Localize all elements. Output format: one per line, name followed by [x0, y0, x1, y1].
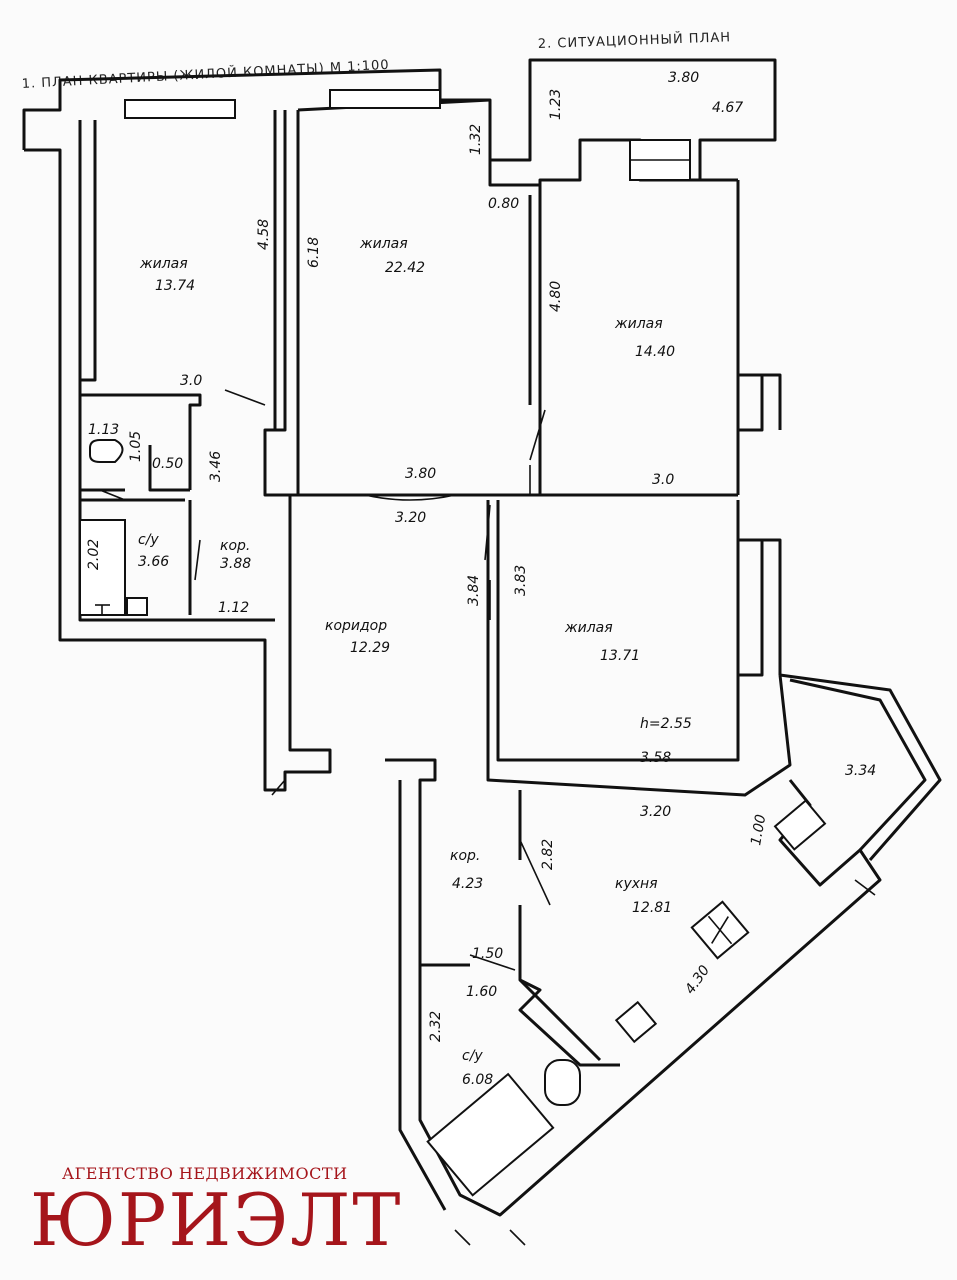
room-name: жилая [359, 236, 408, 252]
agency-subtitle: АГЕНТСТВО НЕДВИЖИМОСТИ [62, 1164, 348, 1183]
kitchen-sink-icon [614, 1000, 658, 1044]
dimension: 3.80 [405, 466, 436, 482]
dimension: 4.58 [256, 219, 272, 250]
dimension: 3.34 [845, 763, 876, 779]
dimension: 3.58 [640, 750, 671, 766]
plan-title: 1. ПЛАН КВАРТИРЫ (ЖИЛОЙ КОМНАТЫ) М 1:100 [21, 57, 390, 92]
room-area: 12.81 [632, 900, 672, 916]
dimension: 4.67 [712, 100, 743, 116]
room-area: 3.88 [220, 556, 251, 572]
site-plan-title: 2. СИТУАЦИОННЫЙ ПЛАН [538, 29, 732, 52]
dimension: 1.32 [468, 124, 484, 155]
room-name: с/у [138, 532, 159, 548]
dimension: 1.00 [748, 813, 769, 847]
dimension: 3.20 [640, 804, 671, 820]
room-area: 3.66 [138, 554, 169, 570]
dimension: 3.83 [513, 565, 529, 596]
dimension: 2.32 [428, 1011, 444, 1042]
dimension: 1.12 [218, 600, 249, 616]
dimension: 3.0 [180, 373, 202, 389]
dimension: 2.82 [540, 839, 556, 870]
dimension: 1.05 [128, 431, 144, 462]
agency-logo: ЮРИЭЛТ [30, 1178, 403, 1262]
windows [124, 89, 691, 181]
bathtub-icon [79, 519, 126, 616]
room-name: с/у [462, 1048, 483, 1064]
dimension: 1.50 [472, 946, 503, 962]
room-name: кухня [615, 876, 658, 892]
toilet-icon [89, 439, 124, 463]
dimension: 3.0 [652, 472, 674, 488]
doors [99, 389, 876, 1246]
dimension: 3.46 [208, 451, 224, 482]
room-name: кор. [450, 848, 480, 864]
dimension: 1.23 [548, 89, 564, 120]
dimension: 0.50 [152, 456, 183, 472]
fixtures [79, 439, 827, 1197]
room-area: 12.29 [350, 640, 390, 656]
ceiling-height: h=2.55 [640, 716, 692, 732]
room-area: 13.71 [600, 648, 640, 664]
dimension: 0.80 [488, 196, 519, 212]
room-labels: жилая 13.74 жилая 22.42 жилая 14.40 жила… [138, 236, 675, 1088]
room-area: 22.42 [385, 260, 425, 276]
dimension: 1.13 [88, 422, 119, 438]
room-area: 4.23 [452, 876, 483, 892]
dimension: 4.30 [682, 963, 713, 998]
bathtub-2-icon [426, 1072, 555, 1197]
dimension: 3.84 [466, 575, 482, 606]
room-name: жилая [564, 620, 613, 636]
walls [22, 58, 942, 1217]
dimension: 2.02 [86, 539, 102, 570]
room-name: жилая [139, 256, 188, 272]
dimension: 4.80 [548, 281, 564, 312]
room-area: 6.08 [462, 1072, 493, 1088]
room-name: коридор [325, 618, 387, 634]
dimension: 1.60 [466, 984, 497, 1000]
dimension: 3.20 [395, 510, 426, 526]
room-name: кор. [220, 538, 250, 554]
dimension: 3.80 [668, 70, 699, 86]
sink-icon [544, 1059, 581, 1106]
room-name: жилая [614, 316, 663, 332]
dimension-labels: 3.80 4.67 1.23 1.32 0.80 4.58 6.18 4.80 … [86, 70, 876, 1042]
room-area: 13.74 [155, 278, 195, 294]
room-area: 14.40 [635, 344, 675, 360]
dimension: 6.18 [306, 237, 322, 268]
